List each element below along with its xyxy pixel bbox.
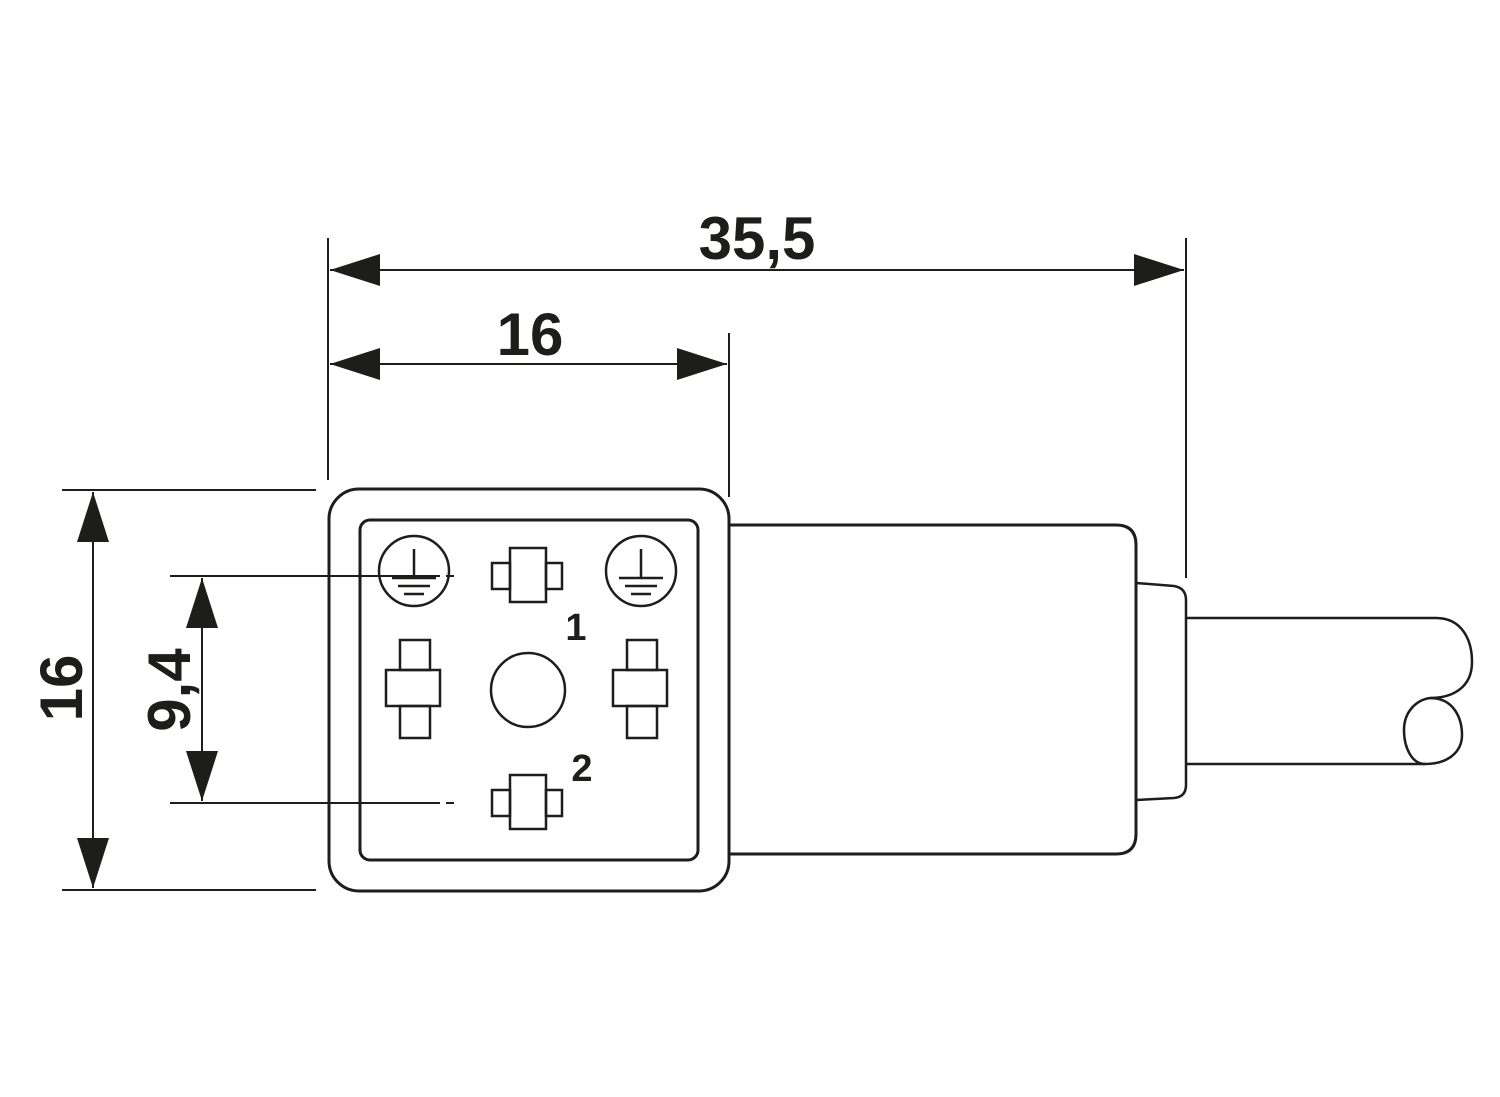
cable-cut-end (1402, 696, 1464, 766)
dimension-lines (77, 254, 1184, 888)
contact-pin-2 (490, 773, 564, 831)
housing-inner (358, 518, 700, 862)
ground-icon (377, 534, 451, 608)
contact-side-right (611, 638, 669, 740)
housing-outer (327, 487, 731, 893)
ground-contact-right (604, 534, 678, 608)
contact-pin-1 (490, 546, 564, 604)
pin-label-2: 2 (571, 748, 592, 790)
dim-text-housing-width: 16 (497, 301, 564, 368)
extension-lines (62, 238, 1187, 891)
center-coding-circle (489, 651, 567, 729)
pin-label-1: 1 (565, 607, 586, 649)
dim-text-overall-length: 35,5 (699, 205, 816, 272)
cable-collar (1135, 581, 1188, 802)
contact-side-left (384, 638, 442, 740)
connector-rear-body (729, 523, 1138, 856)
dim-text-housing-height: 16 (28, 655, 95, 722)
ground-icon (604, 534, 678, 608)
ground-contact-left (377, 534, 451, 608)
cable (1135, 581, 1474, 802)
cable-body (1186, 616, 1474, 700)
dim-text-pin-spacing: 9,4 (136, 648, 203, 732)
